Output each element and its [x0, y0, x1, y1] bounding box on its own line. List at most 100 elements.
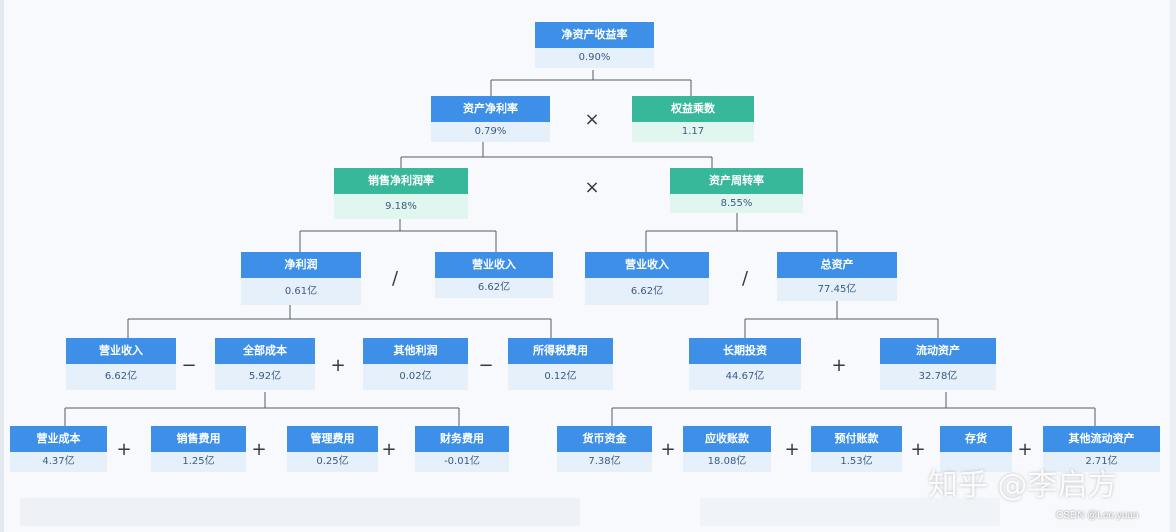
node-revenue-b: 营业收入 6.62亿 — [585, 252, 709, 305]
node-value: 8.55% — [670, 194, 803, 213]
node-value: 7.38亿 — [557, 452, 652, 472]
node-label: 净利润 — [241, 252, 361, 278]
node-label: 财务费用 — [415, 426, 509, 452]
node-value: 6.62亿 — [66, 364, 176, 390]
node-current-assets: 流动资产 32.78亿 — [880, 338, 996, 390]
node-label: 营业收入 — [585, 252, 709, 278]
node-inventory: 存货 — [940, 426, 1012, 472]
connector-current-assets — [611, 392, 1096, 426]
bottom-band — [20, 498, 580, 526]
node-value — [940, 452, 1012, 472]
connector-total-cost — [64, 392, 460, 426]
node-value: 4.37亿 — [10, 452, 107, 472]
node-label: 预付账款 — [811, 426, 902, 452]
node-finance-expense: 财务费用 -0.01亿 — [415, 426, 509, 472]
node-label: 流动资产 — [880, 338, 996, 364]
node-net-profit: 净利润 0.61亿 — [241, 252, 361, 305]
node-revenue-c: 营业收入 6.62亿 — [66, 338, 176, 390]
node-asset-turnover: 资产周转率 8.55% — [670, 168, 803, 213]
node-value: -0.01亿 — [415, 452, 509, 472]
node-label: 总资产 — [777, 252, 897, 278]
node-admin-expense: 管理费用 0.25亿 — [287, 426, 378, 472]
node-value: 0.79% — [431, 122, 550, 142]
node-long-term-assets: 长期投资 44.67亿 — [689, 338, 801, 390]
node-total-assets: 总资产 77.45亿 — [777, 252, 897, 301]
node-label: 资产周转率 — [670, 168, 803, 194]
node-label: 资产净利率 — [431, 96, 550, 122]
node-label: 其他流动资产 — [1043, 426, 1160, 452]
node-receivables: 应收账款 18.08亿 — [683, 426, 771, 472]
node-value: 44.67亿 — [689, 364, 801, 390]
node-label: 销售净利润率 — [334, 168, 468, 194]
connector-roa — [400, 141, 713, 168]
node-value: 9.18% — [334, 194, 468, 219]
operator-multiply: × — [584, 177, 600, 198]
node-label: 全部成本 — [215, 338, 315, 364]
node-value: 0.61亿 — [241, 278, 361, 305]
operator-plus: + — [116, 439, 132, 460]
connector-net-profit — [127, 305, 552, 338]
node-value: 0.02亿 — [363, 364, 468, 390]
connector-roe — [490, 70, 692, 96]
node-label: 营业收入 — [435, 252, 553, 278]
operator-plus: + — [831, 355, 847, 376]
node-value: 0.90% — [535, 48, 654, 68]
node-income-tax: 所得税费用 0.12亿 — [508, 338, 613, 390]
node-value: 1.25亿 — [151, 452, 246, 472]
operator-minus: − — [181, 355, 197, 376]
node-label: 应收账款 — [683, 426, 771, 452]
node-value: 6.62亿 — [585, 278, 709, 305]
connector-asset-turnover — [645, 213, 838, 252]
node-label: 存货 — [940, 426, 1012, 452]
operator-plus: + — [330, 355, 346, 376]
zhihu-watermark: 知乎 @李启方 — [928, 468, 1118, 503]
operator-plus: + — [1017, 439, 1033, 460]
node-roe: 净资产收益率 0.90% — [535, 22, 654, 68]
connector-total-assets — [744, 301, 939, 338]
connector-net-margin — [299, 219, 497, 252]
node-value: 1.53亿 — [811, 452, 902, 472]
operator-plus: + — [660, 439, 676, 460]
operator-minus: − — [478, 355, 494, 376]
node-other-profit: 其他利润 0.02亿 — [363, 338, 468, 390]
csdn-credit: CSDN @Leo.yuan — [1056, 510, 1139, 521]
node-value: 5.92亿 — [215, 364, 315, 390]
node-value: 0.12亿 — [508, 364, 613, 390]
node-value: 6.62亿 — [435, 278, 553, 298]
node-value: 77.45亿 — [777, 278, 897, 301]
node-label: 营业成本 — [10, 426, 107, 452]
node-label: 货币资金 — [557, 426, 652, 452]
node-label: 销售费用 — [151, 426, 246, 452]
node-total-cost: 全部成本 5.92亿 — [215, 338, 315, 390]
node-selling-expense: 销售费用 1.25亿 — [151, 426, 246, 472]
node-label: 权益乘数 — [632, 96, 754, 122]
node-value: 32.78亿 — [880, 364, 996, 390]
node-value: 2.71亿 — [1043, 452, 1160, 472]
operator-divide: / — [391, 268, 399, 289]
operator-plus: + — [251, 439, 267, 460]
node-roa: 资产净利率 0.79% — [431, 96, 550, 142]
right-frame-edge — [1170, 0, 1176, 532]
node-value: 1.17 — [632, 122, 754, 142]
node-label: 其他利润 — [363, 338, 468, 364]
node-other-current-assets: 其他流动资产 2.71亿 — [1043, 426, 1160, 472]
node-operating-cost: 营业成本 4.37亿 — [10, 426, 107, 472]
left-frame-edge — [0, 0, 4, 532]
node-label: 管理费用 — [287, 426, 378, 452]
node-net-margin: 销售净利润率 9.18% — [334, 168, 468, 219]
node-label: 营业收入 — [66, 338, 176, 364]
operator-multiply: × — [584, 109, 600, 130]
node-cash: 货币资金 7.38亿 — [557, 426, 652, 472]
node-label: 所得税费用 — [508, 338, 613, 364]
node-revenue-a: 营业收入 6.62亿 — [435, 252, 553, 298]
operator-plus: + — [910, 439, 926, 460]
node-prepayments: 预付账款 1.53亿 — [811, 426, 902, 472]
node-label: 长期投资 — [689, 338, 801, 364]
node-value: 0.25亿 — [287, 452, 378, 472]
node-label: 净资产收益率 — [535, 22, 654, 48]
node-value: 18.08亿 — [683, 452, 771, 472]
bottom-band-right — [700, 498, 1000, 526]
operator-plus: + — [784, 439, 800, 460]
node-equity-multiplier: 权益乘数 1.17 — [632, 96, 754, 142]
